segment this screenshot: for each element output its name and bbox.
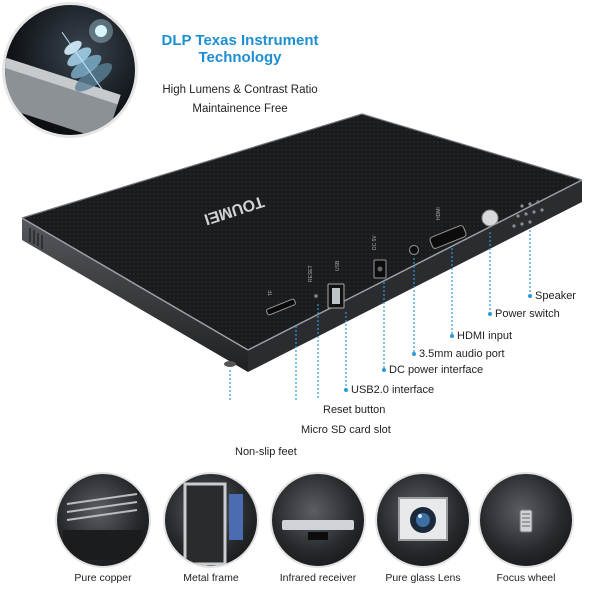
copper-heatsink-icon	[63, 493, 143, 560]
callout-usb: USB2.0 interface	[351, 384, 435, 396]
callout-lines	[229, 230, 531, 400]
caption-focus-wheel: Focus wheel	[496, 572, 556, 584]
dc-port-label: DC 5V	[372, 235, 378, 250]
caption-pure-copper: Pure copper	[74, 572, 132, 584]
thumb-pure-copper	[55, 472, 151, 568]
usb-port-label: USB	[335, 260, 341, 271]
power-switch[interactable]	[481, 209, 499, 227]
micro-sd-slot[interactable]	[266, 298, 296, 316]
feature-lumens: High Lumens & Contrast Ratio	[162, 84, 318, 96]
hdmi-port[interactable]	[429, 225, 467, 250]
title-line-1: DLP Texas Instrument	[161, 32, 319, 49]
caption-glass-lens: Pure glass Lens	[385, 572, 461, 584]
hdmi-port-label: HDMI	[436, 207, 442, 220]
thumb-infrared-receiver	[270, 472, 366, 568]
infrared-receiver-icon	[282, 520, 354, 540]
reset-button-label: RESET	[308, 265, 314, 282]
title-line-2: Technology	[198, 49, 282, 66]
speaker-grille	[512, 200, 544, 228]
callout-dc-power: DC power interface	[389, 364, 484, 376]
device-side-face	[248, 180, 582, 372]
callout-power-switch: Power switch	[495, 308, 560, 320]
callout-hdmi-input: HDMI input	[457, 330, 513, 342]
caption-infrared-receiver: Infrared receiver	[279, 572, 357, 584]
callout-micro-sd: Micro SD card slot	[301, 424, 391, 436]
non-slip-foot	[224, 361, 236, 367]
feature-maintenance: Maintainence Free	[192, 103, 288, 115]
thumb-metal-frame	[163, 472, 259, 568]
metal-frame-icon	[183, 482, 243, 566]
thumb-focus-wheel	[478, 472, 574, 568]
lens-module-icon	[5, 19, 121, 135]
micro-sd-slot-label: TF	[268, 290, 274, 296]
reset-button[interactable]	[314, 294, 318, 298]
projector-device: TOUMEI HDMI DC 5V USB RESET TF	[21, 113, 583, 400]
callout-speaker: Speaker	[535, 290, 576, 302]
device-front-face	[22, 218, 248, 372]
audio-port[interactable]	[409, 245, 419, 255]
technology-title: DLP Texas Instrument Technology	[150, 32, 330, 66]
callout-audio-port: 3.5mm audio port	[419, 348, 505, 360]
lens-closeup-image	[2, 2, 138, 138]
callout-reset: Reset button	[323, 404, 386, 416]
focus-wheel-icon	[519, 509, 533, 533]
caption-metal-frame: Metal frame	[183, 572, 239, 584]
callout-non-slip-feet: Non-slip feet	[235, 446, 297, 458]
thumb-glass-lens	[375, 472, 471, 568]
glass-lens-icon	[398, 497, 448, 541]
device-top-surface	[22, 114, 582, 350]
